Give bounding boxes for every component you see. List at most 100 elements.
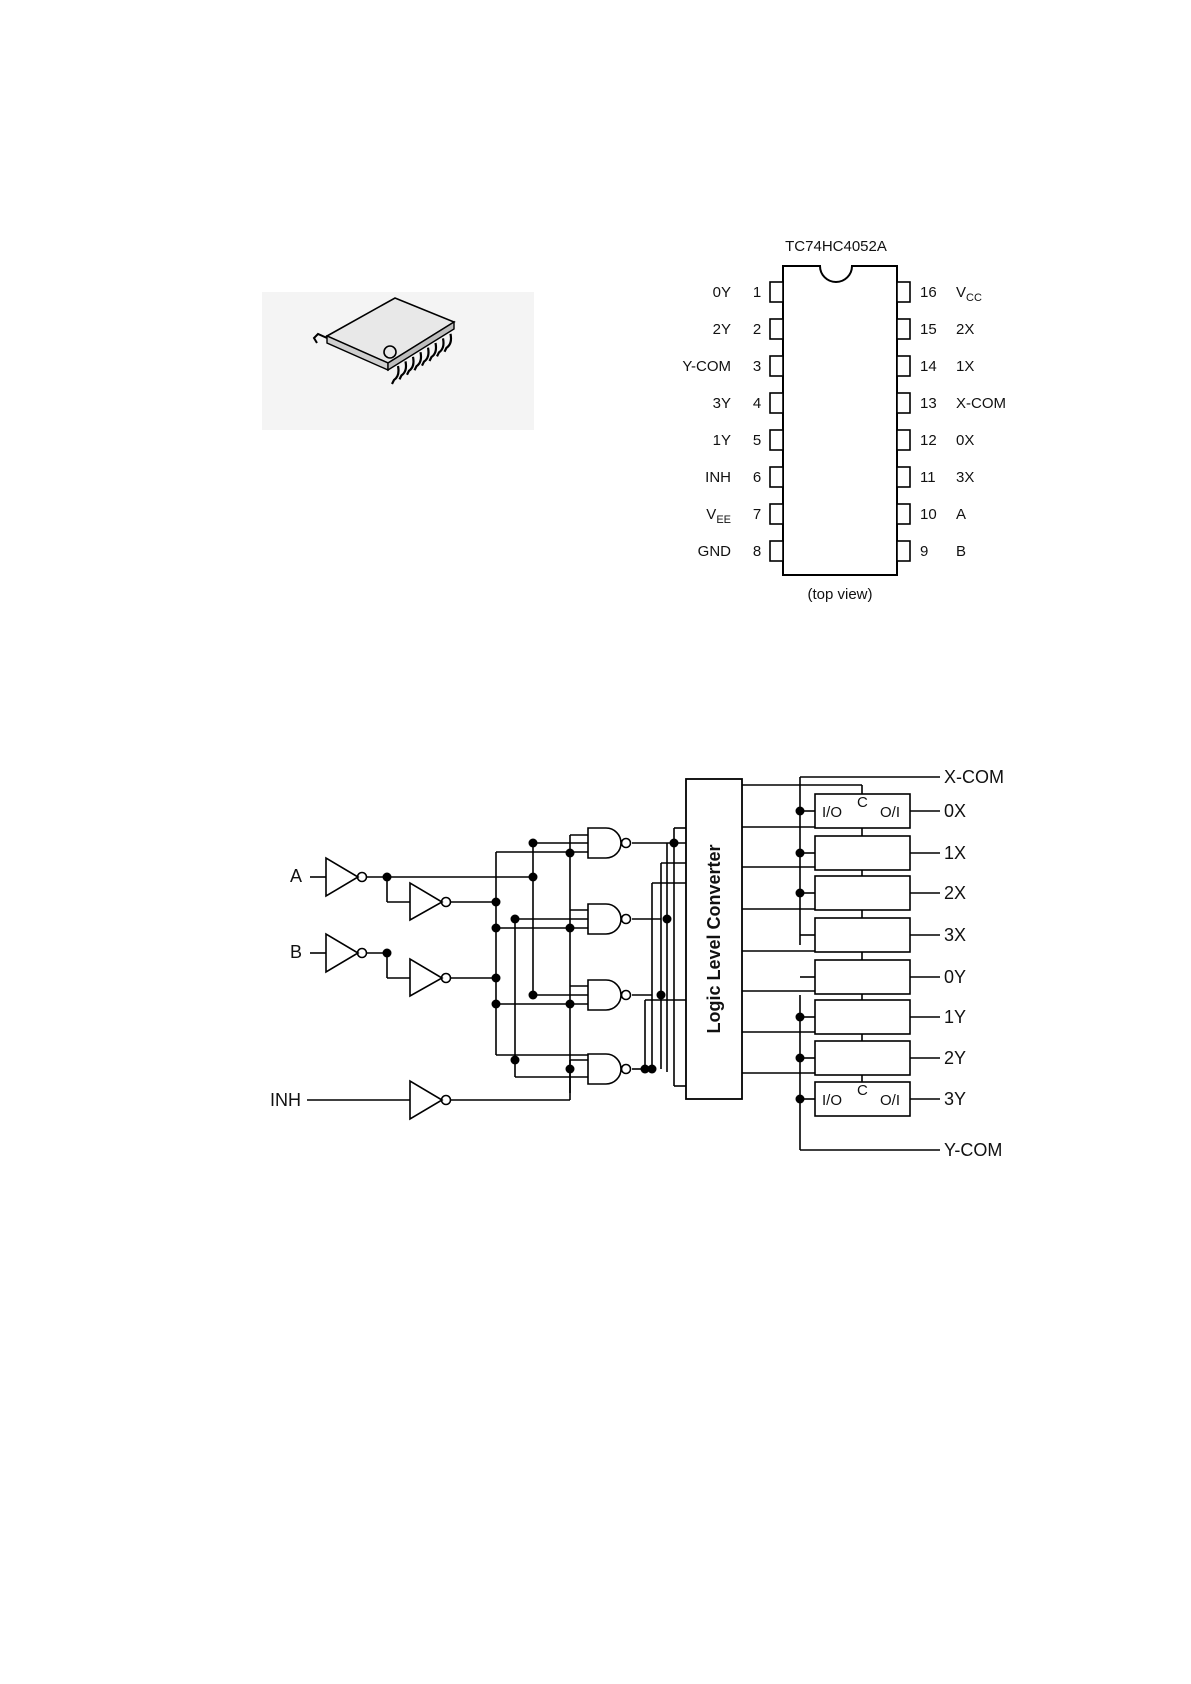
pin-pad-left <box>770 430 783 450</box>
pin-pad-right <box>897 504 910 524</box>
pin-name: 0X <box>956 432 974 449</box>
analog-switch <box>815 876 910 910</box>
analog-switch <box>815 918 910 952</box>
package-illustration <box>262 292 534 430</box>
pin-number: 15 <box>920 321 937 338</box>
pin-number: 2 <box>753 321 761 338</box>
nand-bubble <box>622 1065 631 1074</box>
view-caption: (top view) <box>807 586 872 603</box>
output-label-2y: 2Y <box>944 1048 966 1068</box>
nand-gate <box>588 1054 621 1084</box>
switch-io-label: I/O <box>822 1092 842 1109</box>
pin-pad-left <box>770 356 783 376</box>
analog-switch <box>815 1041 910 1075</box>
x-com-label: X-COM <box>944 767 1004 787</box>
pin-name: 0Y <box>713 284 731 301</box>
y-com-label: Y-COM <box>944 1140 1002 1160</box>
junction-dot <box>566 1065 575 1074</box>
output-label-3y: 3Y <box>944 1089 966 1109</box>
pin-pad-left <box>770 393 783 413</box>
output-label-3x: 3X <box>944 925 966 945</box>
pin-number: 3 <box>753 358 761 375</box>
junction-dot <box>796 807 805 816</box>
nand-gate <box>588 828 621 858</box>
output-label-0x: 0X <box>944 801 966 821</box>
switch-control-label: C <box>857 794 868 811</box>
pin-pad-left <box>770 541 783 561</box>
pin-number: 5 <box>753 432 761 449</box>
pin-number: 13 <box>920 395 937 412</box>
chip-body <box>783 266 897 575</box>
pin-pad-right <box>897 467 910 487</box>
analog-switch <box>815 836 910 870</box>
junction-dot <box>796 1013 805 1022</box>
pin-pad-right <box>897 393 910 413</box>
converter-label: Logic Level Converter <box>704 844 724 1033</box>
switch-control-label: C <box>857 1082 868 1099</box>
input-label-b: B <box>290 942 302 962</box>
pin-name: B <box>956 543 966 560</box>
pin-number: 16 <box>920 284 937 301</box>
output-label-2x: 2X <box>944 883 966 903</box>
pin-pad-left <box>770 282 783 302</box>
junction-dot <box>566 924 575 933</box>
chip-title: TC74HC4052A <box>785 238 887 255</box>
inverter-b-bar <box>410 959 451 996</box>
pin-name: 1X <box>956 358 974 375</box>
inverter-inh <box>410 1081 451 1119</box>
nand-bubble <box>622 839 631 848</box>
switch-oi-label: O/I <box>880 1092 900 1109</box>
pin-number: 12 <box>920 432 937 449</box>
junction-dot <box>670 839 679 848</box>
pin-number: 10 <box>920 506 937 523</box>
junction-dot <box>492 974 501 983</box>
junction-dot <box>511 915 520 924</box>
pin-number: 4 <box>753 395 761 412</box>
nand-bubble <box>622 915 631 924</box>
junction-dot <box>529 991 538 1000</box>
junction-dot <box>566 849 575 858</box>
pin-pad-right <box>897 541 910 561</box>
nand-bubble <box>622 991 631 1000</box>
junction-dot <box>511 1056 520 1065</box>
pin-name: VEE <box>706 506 731 526</box>
output-label-1x: 1X <box>944 843 966 863</box>
inverter-a-bar <box>410 883 451 920</box>
pin-name: Y-COM <box>682 358 731 375</box>
junction-dot <box>566 1000 575 1009</box>
pin-pad-left <box>770 319 783 339</box>
pin-number: 7 <box>753 506 761 523</box>
nand-gate <box>588 904 621 934</box>
pin-pad-right <box>897 356 910 376</box>
pin-number: 1 <box>753 284 761 301</box>
pin-pad-left <box>770 467 783 487</box>
junction-dot <box>383 873 392 882</box>
inverter-a <box>326 858 367 896</box>
analog-switch <box>815 960 910 994</box>
junction-dot <box>529 839 538 848</box>
pin-pad-left <box>770 504 783 524</box>
pin-number: 8 <box>753 543 761 560</box>
pin-number: 11 <box>920 469 936 486</box>
pin-name: GND <box>698 543 732 560</box>
pin-pad-right <box>897 319 910 339</box>
junction-dot <box>796 1054 805 1063</box>
pin-name: A <box>956 506 966 523</box>
junction-dot <box>529 873 538 882</box>
nand-gate <box>588 980 621 1010</box>
pin-name: 3X <box>956 469 974 486</box>
output-label-1y: 1Y <box>944 1007 966 1027</box>
junction-dot <box>663 915 672 924</box>
pin-number: 9 <box>920 543 928 560</box>
pin-number: 14 <box>920 358 937 375</box>
pin-name: 3Y <box>713 395 731 412</box>
junction-dot <box>492 1000 501 1009</box>
junction-dot <box>492 898 501 907</box>
junction-dot <box>796 849 805 858</box>
output-label-0y: 0Y <box>944 967 966 987</box>
input-label-a: A <box>290 866 302 886</box>
junction-dot <box>641 1065 650 1074</box>
pin-name: 2Y <box>713 321 731 338</box>
pin-number: 6 <box>753 469 761 486</box>
